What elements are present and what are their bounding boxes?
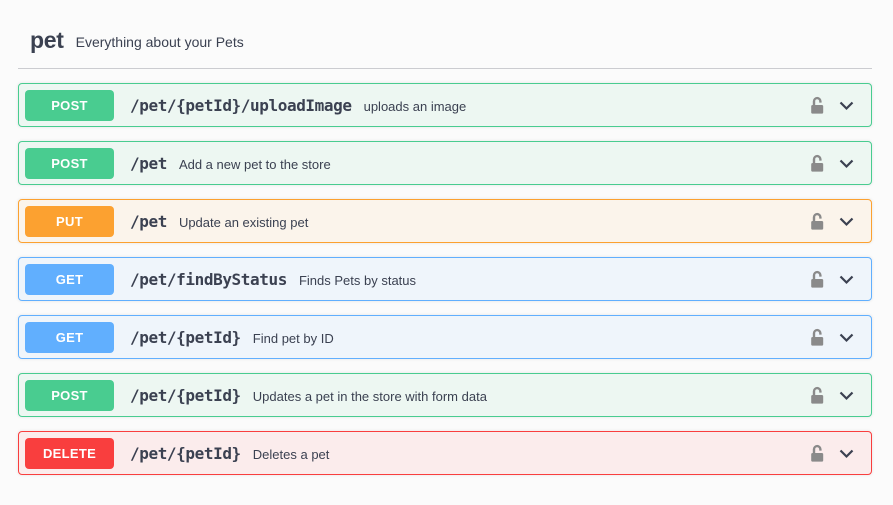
unlock-icon[interactable] xyxy=(807,95,828,116)
unlock-icon[interactable] xyxy=(807,269,828,290)
method-badge: DELETE xyxy=(25,437,114,469)
unlock-icon[interactable] xyxy=(807,385,828,406)
endpoint-summary: Find pet by ID xyxy=(252,330,334,346)
unlock-icon[interactable] xyxy=(807,327,828,348)
operation-row[interactable]: PUT /pet Update an existing pet xyxy=(18,199,872,243)
endpoint-summary: Add a new pet to the store xyxy=(178,156,331,172)
operation-row[interactable]: DELETE /pet/{petId} Deletes a pet xyxy=(18,431,872,475)
chevron-down-icon[interactable] xyxy=(836,327,857,348)
pet-section: pet Everything about your Pets POST /pet… xyxy=(18,0,872,475)
method-badge: POST xyxy=(25,89,114,121)
operation-row[interactable]: POST /pet/{petId}/uploadImage uploads an… xyxy=(18,83,872,127)
endpoint-path: /pet xyxy=(130,211,167,231)
endpoint-path: /pet/{petId} xyxy=(130,385,241,405)
method-badge: GET xyxy=(25,263,114,295)
endpoint-summary: Finds Pets by status xyxy=(298,272,417,288)
section-description: Everything about your Pets xyxy=(75,34,244,50)
endpoint-path: /pet xyxy=(130,153,167,173)
chevron-down-icon[interactable] xyxy=(836,211,857,232)
method-badge: POST xyxy=(25,147,114,179)
chevron-down-icon[interactable] xyxy=(836,443,857,464)
endpoint-path: /pet/{petId} xyxy=(130,327,241,347)
operation-row[interactable]: POST /pet/{petId} Updates a pet in the s… xyxy=(18,373,872,417)
section-title: pet xyxy=(30,27,64,53)
chevron-down-icon[interactable] xyxy=(836,95,857,116)
endpoint-summary: uploads an image xyxy=(363,98,467,114)
unlock-icon[interactable] xyxy=(807,443,828,464)
method-badge: GET xyxy=(25,321,114,353)
endpoint-path: /pet/findByStatus xyxy=(130,269,287,289)
unlock-icon[interactable] xyxy=(807,153,828,174)
method-badge: POST xyxy=(25,379,114,411)
operation-row[interactable]: POST /pet Add a new pet to the store xyxy=(18,141,872,185)
endpoint-path: /pet/{petId} xyxy=(130,443,241,463)
endpoint-summary: Update an existing pet xyxy=(178,214,309,230)
chevron-down-icon[interactable] xyxy=(836,153,857,174)
chevron-down-icon[interactable] xyxy=(836,385,857,406)
section-header[interactable]: pet Everything about your Pets xyxy=(18,0,872,54)
section-divider xyxy=(18,68,872,69)
endpoint-summary: Updates a pet in the store with form dat… xyxy=(252,388,487,404)
operation-row[interactable]: GET /pet/{petId} Find pet by ID xyxy=(18,315,872,359)
unlock-icon[interactable] xyxy=(807,211,828,232)
operation-row[interactable]: GET /pet/findByStatus Finds Pets by stat… xyxy=(18,257,872,301)
method-badge: PUT xyxy=(25,205,114,237)
endpoint-summary: Deletes a pet xyxy=(252,446,330,462)
endpoint-path: /pet/{petId}/uploadImage xyxy=(130,95,352,115)
chevron-down-icon[interactable] xyxy=(836,269,857,290)
